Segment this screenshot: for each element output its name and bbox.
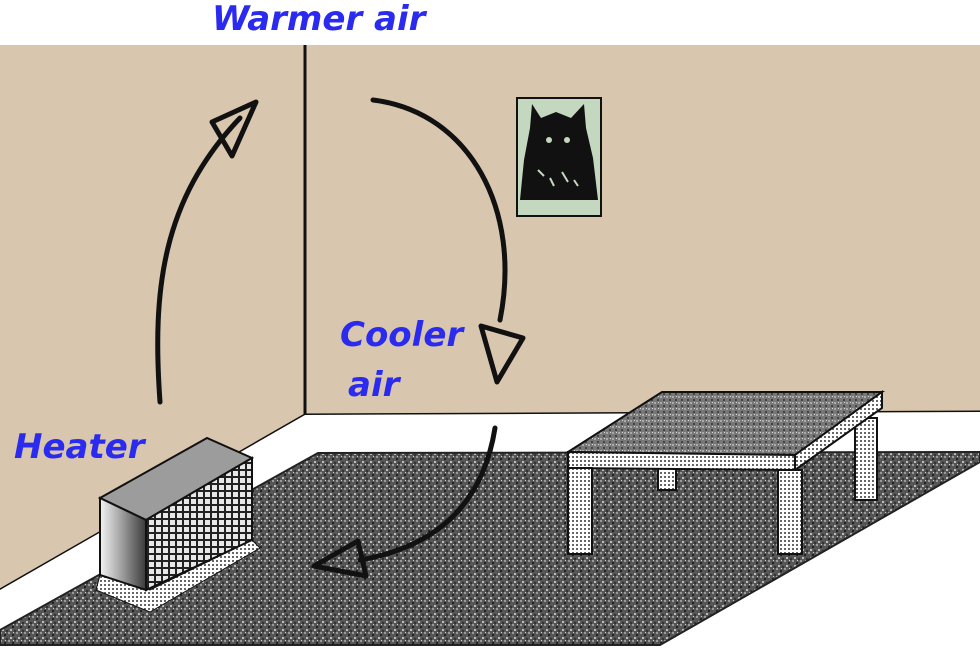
- back-wall: [305, 45, 980, 415]
- heater-label: Heater: [14, 428, 145, 466]
- cooler-air-label-line1: Cooler: [340, 316, 463, 354]
- cooler-air-label-line2: air: [348, 366, 399, 404]
- cat-poster-icon: [517, 98, 601, 216]
- warmer-air-label: Warmer air: [212, 0, 425, 38]
